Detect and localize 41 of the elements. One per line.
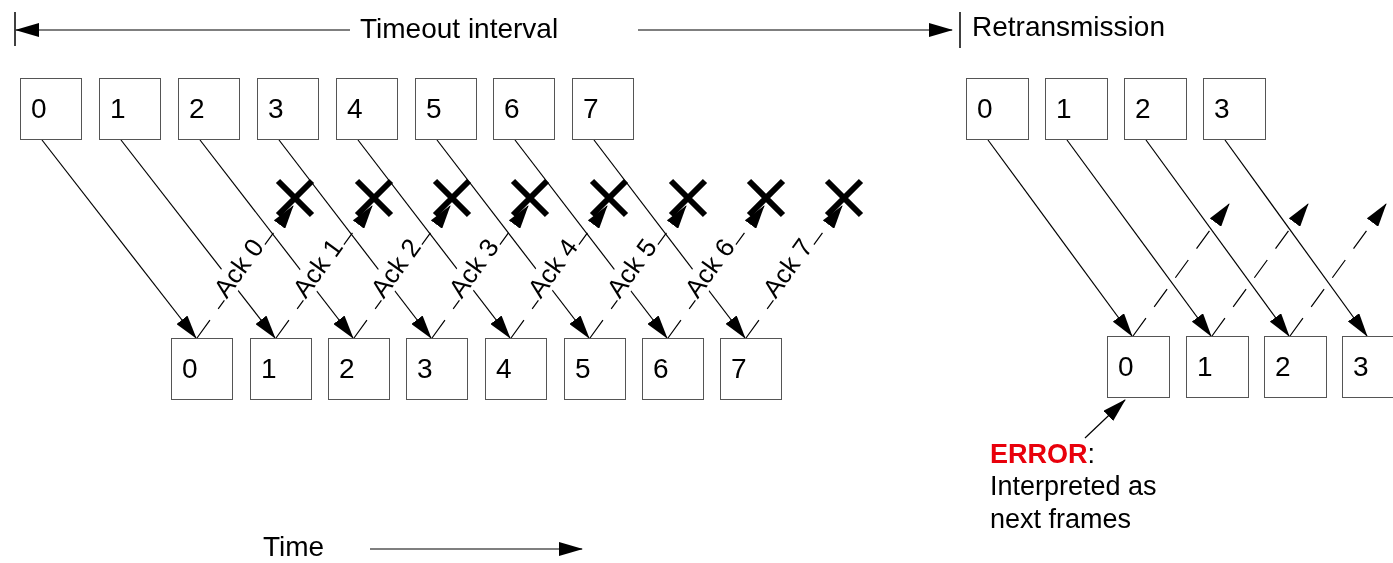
frame-box: 3 [406,338,468,400]
frame-box: 3 [1203,78,1266,140]
frame-box: 2 [178,78,240,140]
frame-box: 2 [328,338,390,400]
frame-box: 2 [1264,336,1327,398]
arrow [436,139,590,339]
arrow [1066,139,1212,337]
arrow [120,139,276,339]
frame-box: 1 [1186,336,1249,398]
dashed-arrow [1211,203,1309,337]
frame-box: 6 [642,338,704,400]
frame-box: 0 [966,78,1029,140]
arrow [514,139,668,339]
arrow [278,139,432,339]
frame-box: 0 [1107,336,1170,398]
arrow [41,139,197,339]
arrow [1224,139,1368,337]
frame-box: 4 [336,78,398,140]
frame-box: 7 [720,338,782,400]
frame-box: 1 [250,338,312,400]
arrow [987,139,1133,337]
frame-box: 7 [572,78,634,140]
frame-box: 5 [564,338,626,400]
dashed-arrow [1132,203,1230,337]
callout-text: ERROR: Interpreted as next frames [990,438,1202,536]
frame-box: 3 [257,78,319,140]
frame-box: 4 [485,338,547,400]
arrow [1084,399,1126,439]
frame-box: 3 [1342,336,1393,398]
arrow [199,139,354,339]
frame-box: 0 [171,338,233,400]
frame-box: 2 [1124,78,1187,140]
arrow [1145,139,1290,337]
arrow [357,139,511,339]
frame-box: 1 [1045,78,1108,140]
frame-box: 6 [493,78,555,140]
frame-box: 5 [415,78,477,140]
frame-box: 0 [20,78,82,140]
arrow [593,139,746,339]
dashed-arrow [1289,203,1387,337]
frame-box: 1 [99,78,161,140]
